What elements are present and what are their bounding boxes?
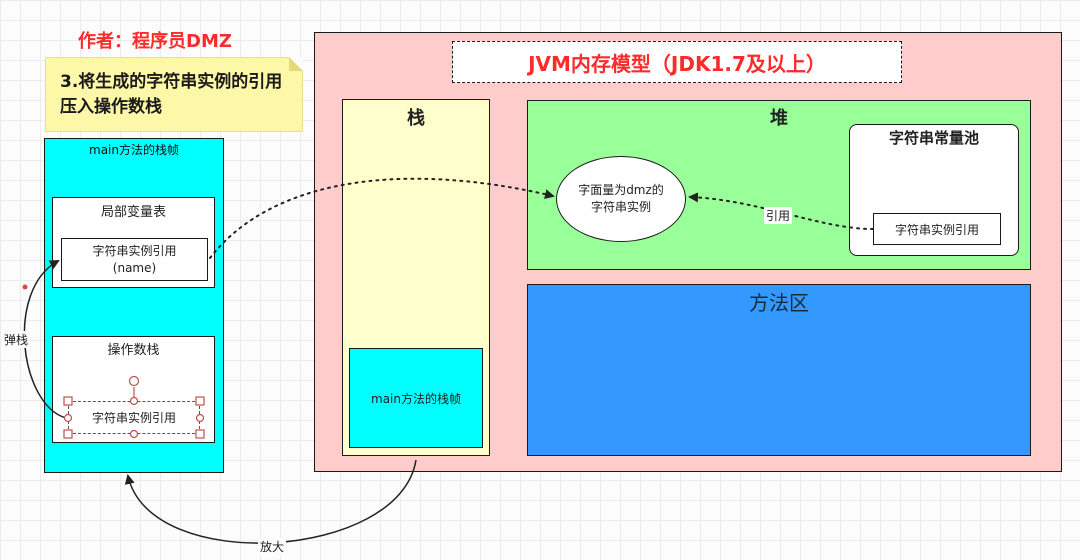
method-area[interactable] xyxy=(527,284,1031,456)
author-label: 作者：程序员DMZ xyxy=(78,31,232,52)
method-area-title: 方法区 xyxy=(749,291,809,315)
string-instance-line2: 字符串实例 xyxy=(590,200,651,214)
string-instance-ellipse[interactable]: 字面量为dmz的 字符串实例 xyxy=(556,156,686,242)
pop-label: 弹栈 xyxy=(2,331,31,348)
string-instance-line1: 字面量为dmz的 xyxy=(578,183,664,197)
ref-to-instance-connector xyxy=(209,177,555,259)
note-text: 3.将生成的字符串实例的引用压入操作数栈 xyxy=(60,72,283,117)
operand-stack-title: 操作数栈 xyxy=(107,343,160,358)
local-variable-ref-box[interactable]: 字符串实例引用 (name) xyxy=(61,238,208,281)
local-variable-ref-name: (name) xyxy=(112,260,157,275)
string-pool-ref-box[interactable]: 字符串实例引用 xyxy=(873,213,1001,245)
local-variable-table-title: 局部变量表 xyxy=(100,205,166,220)
pop-connector-start-dot xyxy=(22,284,28,290)
operand-stack-item-label: 字符串实例引用 xyxy=(91,411,176,425)
local-variable-ref-label: 字符串实例引用 xyxy=(92,243,177,258)
string-pool-ref-label: 字符串实例引用 xyxy=(894,222,979,237)
stack-main-frame-label: main方法的栈帧 xyxy=(371,391,461,406)
sticky-note[interactable]: 3.将生成的字符串实例的引用压入操作数栈 xyxy=(45,57,303,132)
main-stack-frame-title: main方法的栈帧 xyxy=(89,143,179,157)
string-constant-pool-title: 字符串常量池 xyxy=(888,129,979,147)
jvm-title: JVM内存模型（JDK1.7及以上） xyxy=(452,41,902,83)
selection-handles xyxy=(63,375,205,439)
stack-main-frame[interactable]: main方法的栈帧 xyxy=(349,348,483,448)
note-fold-corner xyxy=(289,57,303,71)
zoom-connector xyxy=(124,459,417,544)
pop-connector xyxy=(23,260,67,419)
stack-title: 栈 xyxy=(407,108,425,129)
heap-title: 堆 xyxy=(770,108,788,129)
zoom-label: 放大 xyxy=(258,538,287,555)
reference-label: 引用 xyxy=(764,207,793,224)
